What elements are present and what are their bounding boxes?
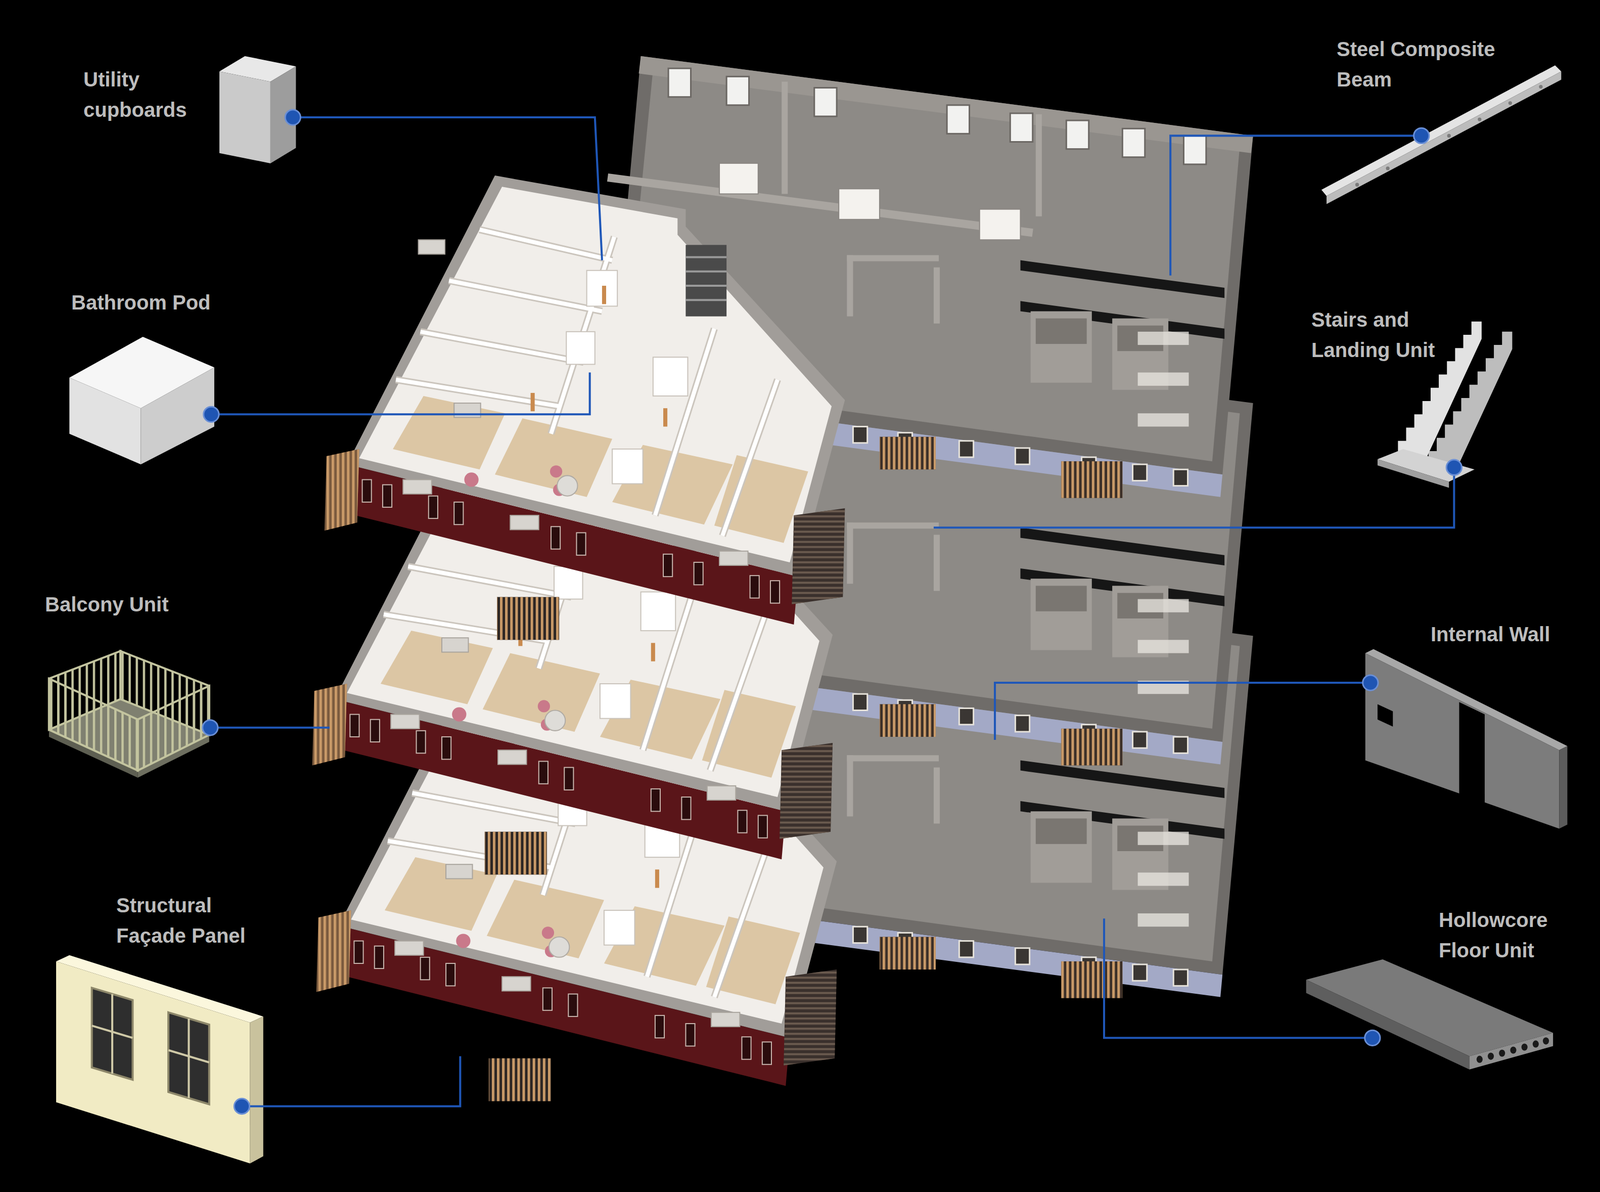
- component-label: Structural Façade Panel: [116, 889, 268, 951]
- component-label: Hollowcore Floor Unit: [1438, 904, 1591, 966]
- component-label: Steel Composite Beam: [1336, 33, 1529, 95]
- bathroom-pod-icon: [69, 336, 215, 465]
- leader-dots: [202, 109, 1462, 1114]
- apartment-floor: [324, 175, 845, 640]
- balcony-unit-icon: [49, 650, 210, 777]
- top-floor-walls: [607, 56, 1254, 240]
- floor-stack: [312, 56, 1254, 1101]
- component-label: Utility cupboards: [83, 64, 195, 125]
- utility-cupboard-icon: [219, 56, 296, 164]
- component-label: Stairs and Landing Unit: [1311, 304, 1464, 365]
- component-icons: [49, 56, 1568, 1164]
- internal-wall-icon: [1365, 648, 1568, 829]
- leader-lines: [210, 117, 1455, 1106]
- hollowcore-icon: [1306, 958, 1553, 1070]
- component-label: Internal Wall: [1430, 618, 1593, 650]
- component-label: Bathroom Pod: [71, 287, 284, 318]
- facade-panel-icon: [56, 954, 264, 1164]
- component-label: Balcony Unit: [44, 588, 248, 620]
